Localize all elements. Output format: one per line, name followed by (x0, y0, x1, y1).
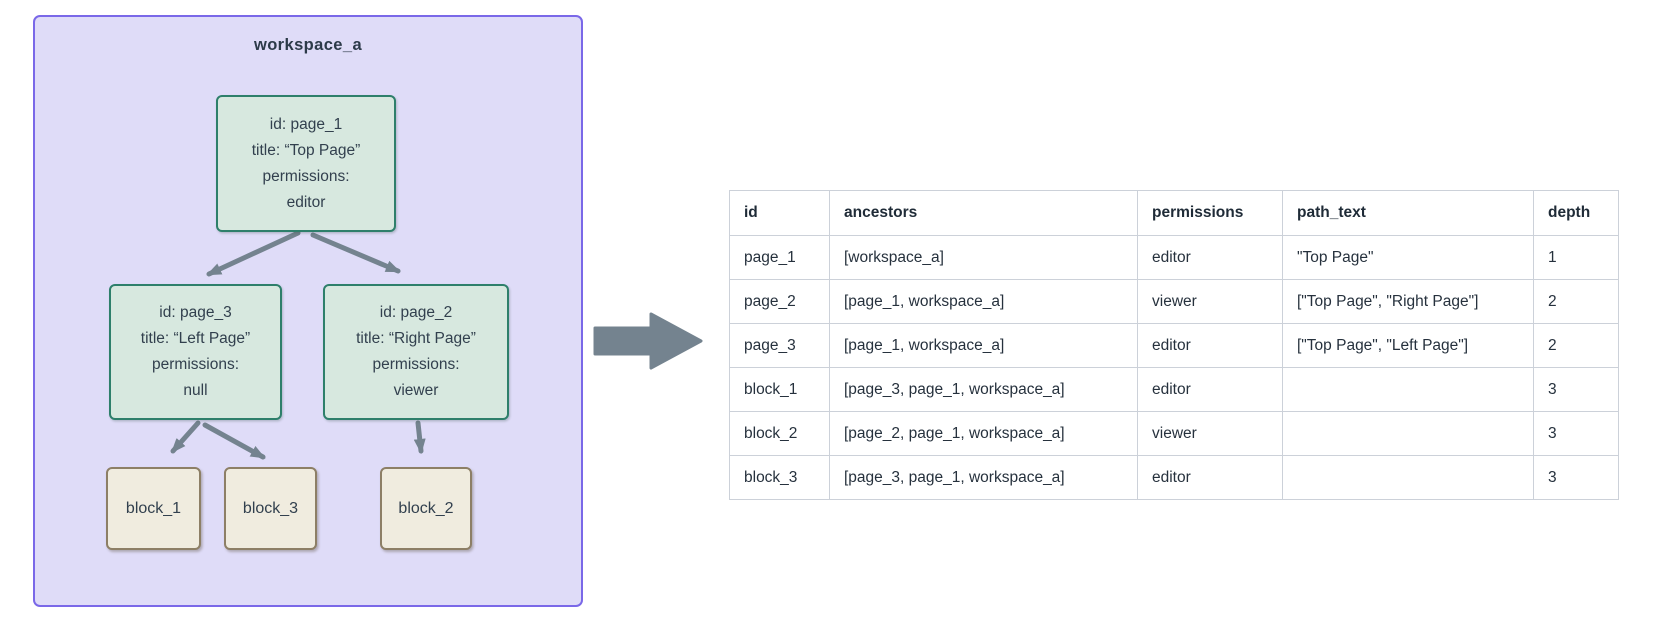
workspace-title: workspace_a (253, 36, 363, 54)
edge-page3-block3 (202, 422, 266, 460)
node-page-3: id: page_3 title: “Left Page” permission… (109, 284, 282, 420)
cell-depth: 1 (1533, 235, 1619, 280)
table-row-block-2: block_2 [page_2, page_1, workspace_a] vi… (729, 411, 1619, 456)
table-row-page-3: page_3 [page_1, workspace_a] editor ["To… (729, 323, 1619, 368)
edge-page3-block1 (170, 420, 201, 454)
node-block-3: block_3 (224, 467, 317, 550)
cell-path-text: ["Top Page", "Left Page"] (1282, 323, 1534, 368)
column-header-permissions: permissions (1137, 190, 1283, 236)
flow-arrow-icon (593, 312, 703, 370)
cell-id: page_2 (729, 279, 830, 324)
table-row-block-1: block_1 [page_3, page_1, workspace_a] ed… (729, 367, 1619, 412)
workspace-container: workspace_a id: page_1 title: “Top Page”… (33, 15, 583, 607)
edge-page1-page3 (206, 230, 301, 277)
cell-path-text (1282, 367, 1534, 412)
cell-path-text (1282, 411, 1534, 456)
column-header-id: id (729, 190, 830, 236)
cell-depth: 3 (1533, 455, 1619, 500)
node-page-3-title: title: “Left Page” (140, 330, 251, 347)
cell-depth: 2 (1533, 323, 1619, 368)
cell-permissions: editor (1137, 455, 1283, 500)
node-page-3-permissions-value: null (183, 382, 208, 399)
table-header-row: id ancestors permissions path_text depth (729, 190, 1619, 236)
table-row-page-1: page_1 [workspace_a] editor "Top Page" 1 (729, 235, 1619, 280)
ancestors-table: id ancestors permissions path_text depth… (729, 190, 1619, 500)
column-header-depth: depth (1533, 190, 1619, 236)
table-row-block-3: block_3 [page_3, page_1, workspace_a] ed… (729, 455, 1619, 500)
node-page-1-id: id: page_1 (269, 115, 343, 133)
cell-path-text: "Top Page" (1282, 235, 1534, 280)
node-block-2: block_2 (380, 467, 472, 550)
cell-ancestors: [page_1, workspace_a] (829, 279, 1138, 324)
cell-depth: 2 (1533, 279, 1619, 324)
cell-id: block_1 (729, 367, 830, 412)
cell-ancestors: [page_3, page_1, workspace_a] (829, 455, 1138, 500)
cell-permissions: viewer (1137, 279, 1283, 324)
cell-permissions: viewer (1137, 411, 1283, 456)
column-header-path-text: path_text (1282, 190, 1534, 236)
cell-id: page_3 (729, 323, 830, 368)
cell-depth: 3 (1533, 411, 1619, 456)
cell-id: block_3 (729, 455, 830, 500)
cell-ancestors: [workspace_a] (829, 235, 1138, 280)
cell-ancestors: [page_3, page_1, workspace_a] (829, 367, 1138, 412)
cell-permissions: editor (1137, 235, 1283, 280)
node-page-1: id: page_1 title: “Top Page” permissions… (216, 95, 396, 232)
cell-depth: 3 (1533, 367, 1619, 412)
table-row-page-2: page_2 [page_1, workspace_a] viewer ["To… (729, 279, 1619, 324)
node-page-1-permissions-label: permissions: (262, 167, 350, 185)
cell-ancestors: [page_1, workspace_a] (829, 323, 1138, 368)
cell-id: block_2 (729, 411, 830, 456)
node-page-3-id: id: page_3 (159, 304, 232, 321)
cell-id: page_1 (729, 235, 830, 280)
node-page-2-permissions-label: permissions: (372, 356, 460, 373)
node-block-1: block_1 (106, 467, 201, 550)
node-page-2: id: page_2 title: “Right Page” permissio… (323, 284, 509, 420)
edge-page2-block2 (413, 420, 426, 454)
cell-permissions: editor (1137, 323, 1283, 368)
node-page-1-permissions-value: editor (286, 193, 326, 211)
cell-permissions: editor (1137, 367, 1283, 412)
cell-path-text (1282, 455, 1534, 500)
node-page-2-permissions-value: viewer (393, 382, 439, 399)
node-page-2-title: title: “Right Page” (356, 330, 476, 347)
node-page-2-id: id: page_2 (379, 304, 453, 321)
node-page-3-permissions-label: permissions: (152, 356, 239, 373)
cell-ancestors: [page_2, page_1, workspace_a] (829, 411, 1138, 456)
cell-path-text: ["Top Page", "Right Page"] (1282, 279, 1534, 324)
node-page-1-title: title: “Top Page” (251, 141, 361, 159)
column-header-ancestors: ancestors (829, 190, 1138, 236)
edge-page1-page2 (310, 232, 401, 274)
